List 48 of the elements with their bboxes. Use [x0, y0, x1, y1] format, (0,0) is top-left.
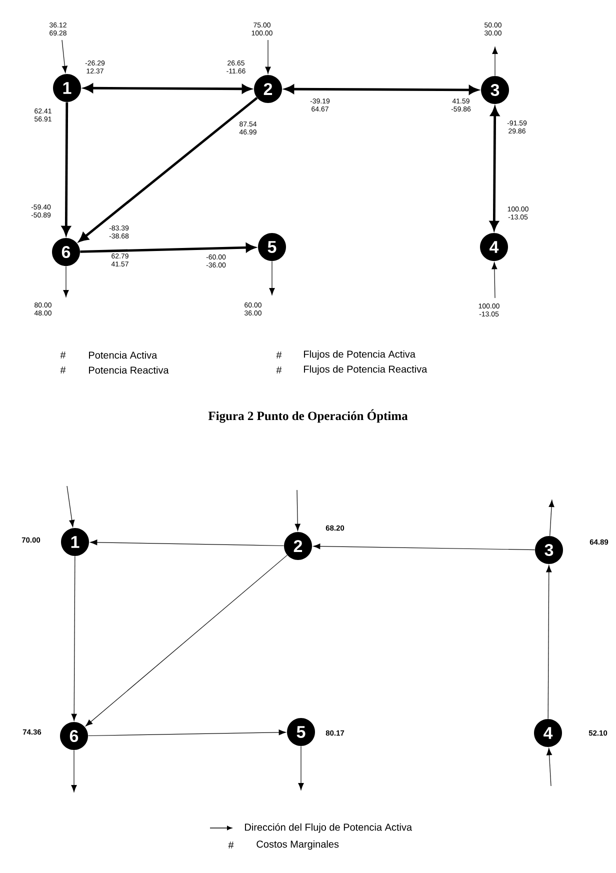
- arrow: [62, 40, 68, 73]
- bus-node: 4: [534, 719, 562, 747]
- bus-node: 2: [254, 75, 282, 103]
- arrow: [90, 540, 284, 546]
- power-flow-line: [84, 84, 251, 94]
- arrow: [85, 554, 288, 726]
- power-flow-line: [79, 96, 258, 242]
- arrow: [71, 556, 77, 721]
- arrow: [492, 262, 498, 298]
- power-flow-line: [285, 84, 478, 94]
- legend-text: Potencia Activa: [89, 351, 158, 359]
- power-flow-line: [490, 107, 500, 230]
- legend-symbol: #: [60, 366, 66, 374]
- bus-node: 1: [61, 528, 89, 556]
- legend-symbol: #: [60, 352, 66, 358]
- bus-node: 6: [60, 722, 88, 750]
- bus-node: 1: [53, 74, 81, 102]
- arrow: [269, 260, 275, 296]
- arrow: [66, 486, 75, 528]
- power-flow-line: [62, 102, 71, 235]
- arrow: [548, 500, 554, 536]
- legend-text: Potencia Reactiva: [89, 366, 169, 374]
- bus-node: 2: [284, 532, 312, 560]
- bus-node: 3: [481, 76, 509, 104]
- arrow: [88, 730, 286, 736]
- bus-node: 5: [287, 718, 315, 746]
- figure-caption: Figura 2 Punto de Operación Óptima: [208, 409, 408, 423]
- arrow: [313, 544, 536, 550]
- power-flow-line: [80, 243, 255, 253]
- arrow: [265, 40, 271, 74]
- arrow: [546, 565, 552, 720]
- legend-symbol: #: [228, 842, 234, 848]
- legend-text: Costos Marginales: [256, 840, 339, 850]
- legend-symbol: #: [276, 366, 282, 374]
- bus-node: 5: [258, 233, 286, 261]
- legend-text: Dirección del Flujo de Potencia Activa: [245, 823, 412, 833]
- arrow: [71, 750, 77, 792]
- arrow: [492, 46, 498, 76]
- bus-node: 4: [480, 233, 508, 261]
- bus-node: 3: [535, 536, 563, 564]
- arrow: [546, 748, 552, 786]
- legend-text: Flujos de Potencia Activa: [304, 350, 416, 360]
- legend-text: Flujos de Potencia Reactiva: [304, 365, 428, 375]
- bus-node: 6: [52, 238, 80, 266]
- arrow: [63, 266, 69, 298]
- arrow: [298, 746, 304, 790]
- arrow: [294, 490, 300, 531]
- legend-symbol: #: [276, 352, 282, 358]
